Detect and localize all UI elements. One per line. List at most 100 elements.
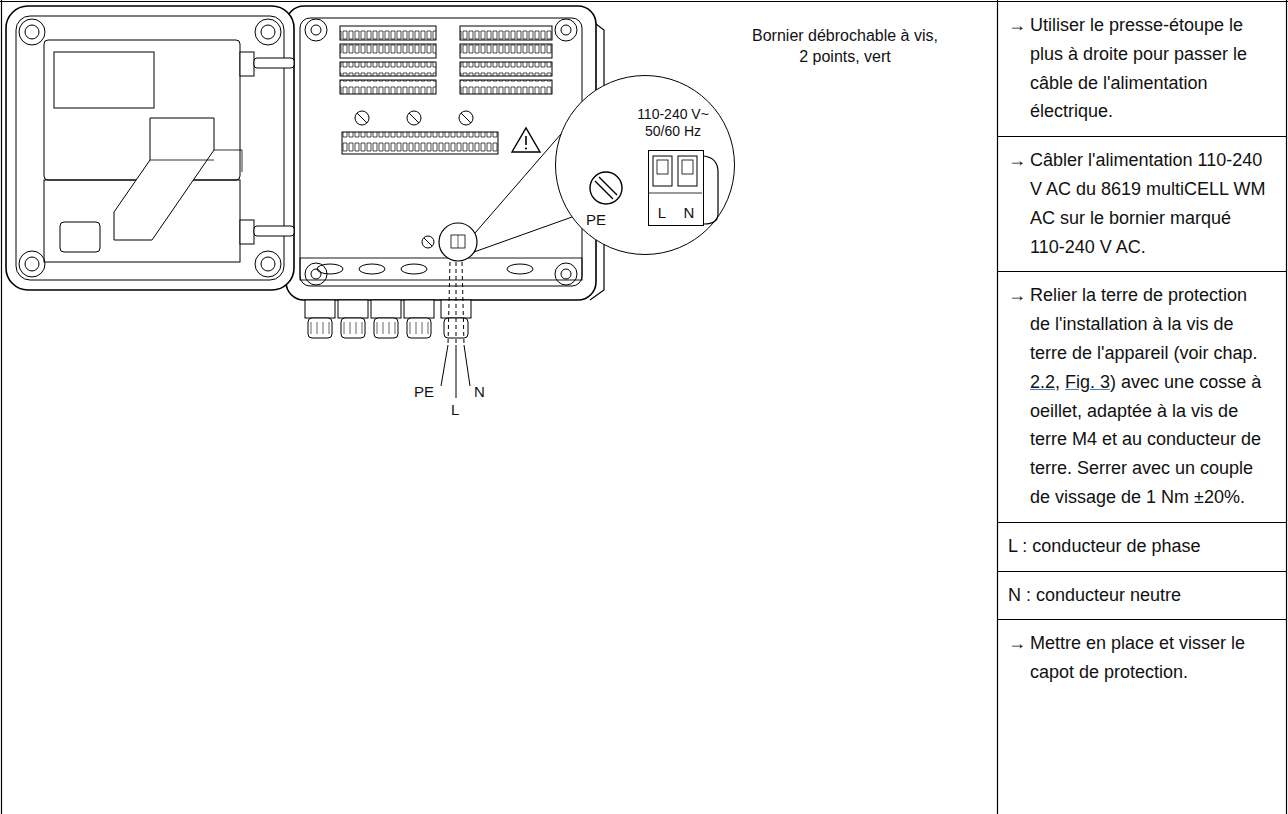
- step-arrow: →: [1008, 629, 1030, 687]
- housing-inner: [300, 18, 582, 286]
- terminal-block: [340, 62, 436, 76]
- screw-slot: [357, 113, 367, 123]
- housing-screw: [555, 263, 577, 285]
- cover-boss: [261, 257, 275, 271]
- warning-symbol: [512, 128, 540, 152]
- wire-label: PE: [414, 384, 434, 401]
- step-arrow: →: [1008, 146, 1030, 261]
- terminal-block: [340, 80, 436, 94]
- hinge: [254, 226, 294, 236]
- frame-line: [1, 0, 2, 814]
- cover-boss: [25, 257, 39, 271]
- cover-boss: [25, 25, 39, 39]
- wire-l: [456, 262, 457, 345]
- cable-gland: [441, 300, 471, 318]
- cable-gland: [374, 318, 398, 338]
- wire-l: [456, 345, 457, 398]
- cross-reference: 2.2: [1030, 372, 1055, 392]
- step-arrow: →: [1008, 11, 1030, 126]
- cover-boss: [261, 25, 275, 39]
- terminal-opening: [653, 156, 672, 186]
- terminal-block: [460, 26, 552, 40]
- cable-gland: [305, 300, 335, 318]
- instruction-part: Utiliser le presse-étoupe le plus à droi…: [1030, 15, 1247, 121]
- wire-pe: [448, 262, 450, 345]
- pin-label: L: [658, 205, 666, 222]
- gland-hole: [507, 264, 533, 274]
- instruction-text: Câbler l'alimentation 110-240 V AC du 86…: [1030, 146, 1270, 261]
- zoom-detail: [556, 76, 733, 253]
- detail-circle: [439, 223, 477, 261]
- housing: [286, 6, 596, 300]
- display-window: [54, 52, 154, 108]
- housing-screw: [561, 269, 571, 279]
- hinge: [254, 58, 294, 68]
- cross-reference: Fig. 3: [1065, 372, 1110, 392]
- cover-boss: [19, 19, 45, 45]
- pin-label: N: [683, 205, 694, 222]
- housing-screw: [305, 19, 327, 41]
- instruction-text: N : conducteur neutre: [1008, 581, 1248, 610]
- cable-gland: [341, 318, 365, 338]
- screw-slot: [595, 177, 617, 199]
- terminal-block: [460, 44, 552, 58]
- housing-screw: [311, 25, 321, 35]
- gland-ribs: [311, 322, 428, 334]
- gland-hole: [359, 264, 385, 274]
- instruction-text: Utiliser le presse-étoupe le plus à droi…: [1030, 11, 1270, 126]
- instruction-cell: →Utiliser le presse-étoupe le plus à dro…: [998, 2, 1287, 137]
- cable-gland: [371, 300, 401, 318]
- gland-hole: [401, 264, 427, 274]
- pe-screw: [422, 236, 434, 248]
- cable-gland: [338, 300, 368, 318]
- wire-label: L: [451, 402, 459, 419]
- housing-screw: [555, 19, 577, 41]
- warning-mark: [525, 136, 527, 145]
- screw-slot: [409, 113, 419, 123]
- instruction-cell: →Mettre en place et visser le capot de p…: [998, 620, 1287, 697]
- frame-line: [1286, 0, 1287, 814]
- mini-terminal: [451, 235, 465, 248]
- cover-boss: [19, 251, 45, 277]
- display-module: [44, 40, 240, 180]
- cover-inner: [16, 16, 284, 280]
- zoom-circle: 110-240 V~ 50/60 HzPELN: [555, 75, 735, 255]
- instruction-cell: N : conducteur neutre: [998, 572, 1287, 621]
- warning-dot: [525, 147, 527, 149]
- terminal-strip: [342, 132, 498, 154]
- cable-gland: [308, 318, 332, 338]
- instruction-part: L : conducteur de phase: [1008, 536, 1200, 556]
- terminal-heading: Bornier débrochable à vis, 2 points, ver…: [748, 26, 942, 68]
- cable-gland: [407, 318, 431, 338]
- terminal-clip: [704, 156, 718, 224]
- instruction-part: ,: [1055, 372, 1060, 392]
- cover-part: [60, 222, 100, 252]
- terminal-block: [340, 26, 436, 40]
- voltage-label: 110-240 V~ 50/60 Hz: [630, 106, 716, 140]
- wire-label: N: [474, 384, 485, 401]
- wire-n: [462, 262, 464, 345]
- terminal-block: [340, 44, 436, 58]
- instruction-text: Mettre en place et visser le capot de pr…: [1030, 629, 1270, 687]
- terminal-pins: LN: [649, 205, 703, 222]
- cover: [6, 6, 294, 290]
- screw-slot: [461, 113, 471, 123]
- step-arrow: →: [1008, 281, 1030, 511]
- gland-hole: [317, 264, 343, 274]
- pe-screw: [590, 172, 622, 204]
- instruction-part: Câbler l'alimentation 110-240 V AC du 86…: [1030, 150, 1265, 256]
- instruction-text: Relier la terre de protection de l'insta…: [1030, 281, 1270, 511]
- board-screw: [407, 111, 421, 125]
- instruction-part: ) avec une cosse à oeillet, adaptée à la…: [1030, 372, 1261, 507]
- cover-clip: [240, 220, 254, 244]
- housing-screw: [305, 263, 327, 285]
- cable-gland: [404, 300, 434, 318]
- housing-screw: [561, 25, 571, 35]
- plug-terminal: LN: [648, 150, 704, 226]
- instruction-part: Relier la terre de protection de l'insta…: [1030, 285, 1258, 363]
- mini-terminal: [458, 235, 459, 248]
- screw-slot: [424, 238, 432, 246]
- terminal-opening: [682, 160, 693, 174]
- instruction-column: →Utiliser le presse-étoupe le plus à dro…: [998, 2, 1287, 697]
